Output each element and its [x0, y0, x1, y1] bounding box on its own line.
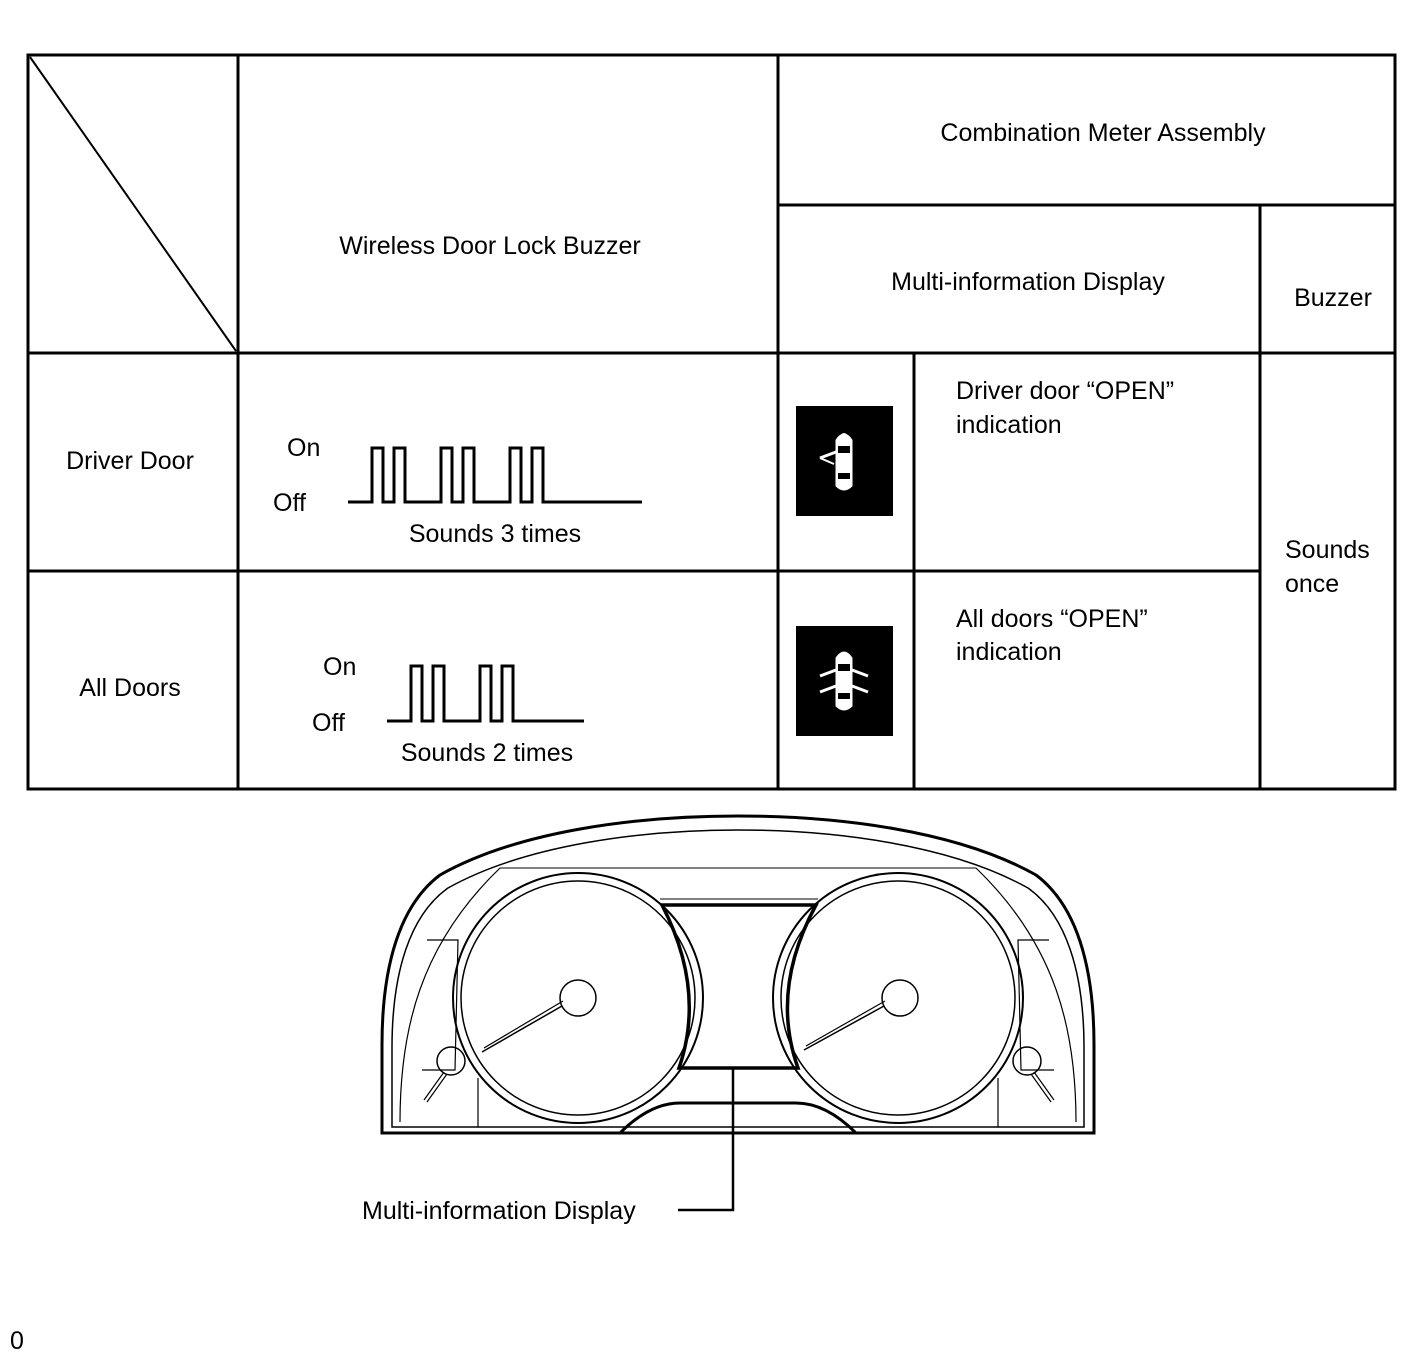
multi-information-display-header: Multi-information Display	[891, 268, 1165, 296]
callout-leader-line	[678, 1068, 735, 1212]
buzzer-sounds-once-line1: Sounds	[1285, 536, 1370, 564]
signal-on-label: On	[287, 434, 321, 462]
pulse-wave-line	[348, 446, 642, 504]
all-doors-open-icon	[796, 626, 893, 736]
driver-door-pulse-wave	[348, 446, 642, 504]
signal-on-label: On	[323, 653, 357, 681]
all-doors-open-indication-line1: All doors “OPEN”	[956, 605, 1148, 633]
signal-off-label: Off	[273, 489, 306, 517]
combination-meter-assembly-header: Combination Meter Assembly	[940, 119, 1266, 147]
multi-information-display-area	[659, 903, 819, 1070]
sounds-2-times-label: Sounds 2 times	[400, 739, 574, 767]
all-doors-pulse-wave	[387, 664, 584, 723]
figure-id: 0	[10, 1327, 24, 1355]
buzzer-sounds-once-line2: once	[1285, 570, 1340, 598]
row-label-all-doors: All Doors	[79, 674, 181, 702]
corner-diagonal	[29, 56, 237, 352]
wireless-door-lock-buzzer-header: Wireless Door Lock Buzzer	[339, 232, 641, 260]
multi-information-display-callout: Multi-information Display	[362, 1197, 636, 1225]
driver-door-open-indication-line2: indication	[956, 411, 1062, 439]
right-gauge	[772, 872, 1024, 1124]
driver-door-open-indication-line1: Driver door “OPEN”	[956, 377, 1175, 405]
driver-door-open-icon	[796, 406, 893, 516]
signal-off-label: Off	[312, 709, 345, 737]
buzzer-header: Buzzer	[1294, 284, 1372, 312]
left-gauge	[452, 872, 704, 1124]
pulse-wave-line	[387, 664, 584, 723]
all-doors-open-indication-line2: indication	[956, 638, 1062, 666]
row-label-driver-door: Driver Door	[66, 447, 194, 475]
cluster-outer-housing	[380, 814, 1096, 1135]
sounds-3-times-label: Sounds 3 times	[408, 520, 582, 548]
